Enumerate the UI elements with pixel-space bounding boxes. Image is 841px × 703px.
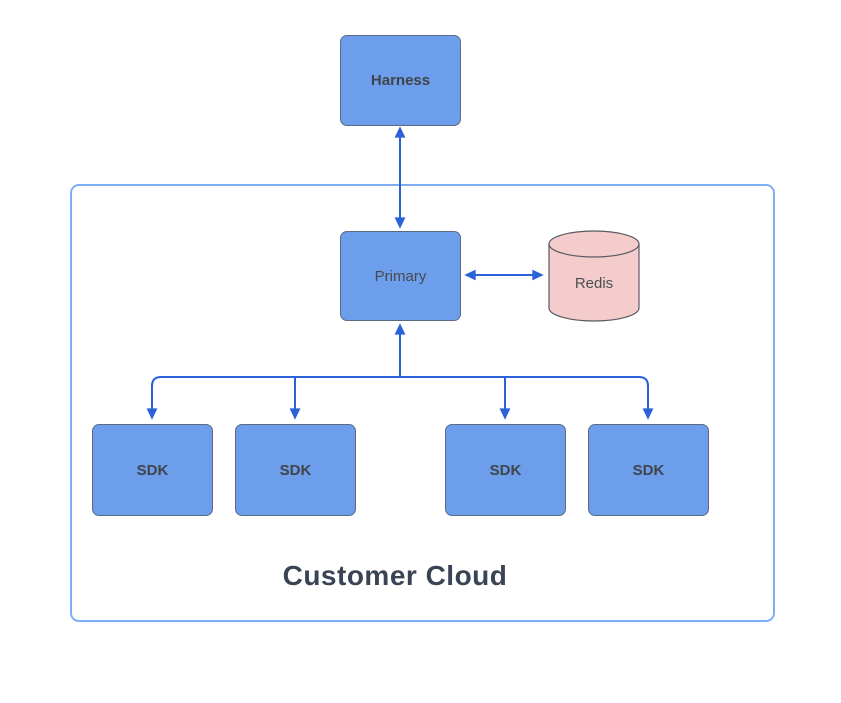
customer-cloud-label: Customer Cloud (282, 560, 508, 591)
sdk-node-1: SDK (92, 424, 213, 516)
sdk-node-3: SDK (445, 424, 566, 516)
cylinder-shape-icon (548, 230, 640, 322)
harness-node-label: Harness (370, 72, 431, 89)
primary-node-label: Primary (374, 267, 427, 285)
sdk-node-label: SDK (279, 461, 312, 479)
sdk-node-4: SDK (588, 424, 709, 516)
sdk-node-label: SDK (136, 461, 169, 479)
primary-node: Primary (340, 231, 461, 321)
redis-node-label: Redis (574, 274, 614, 292)
harness-node: Harness (340, 35, 461, 126)
primary-sdk-bus (146, 376, 654, 420)
sdk-node-label: SDK (632, 461, 665, 479)
redis-cylinder: Redis (548, 230, 640, 322)
sdk-node-label: SDK (489, 461, 522, 479)
sdk-node-2: SDK (235, 424, 356, 516)
